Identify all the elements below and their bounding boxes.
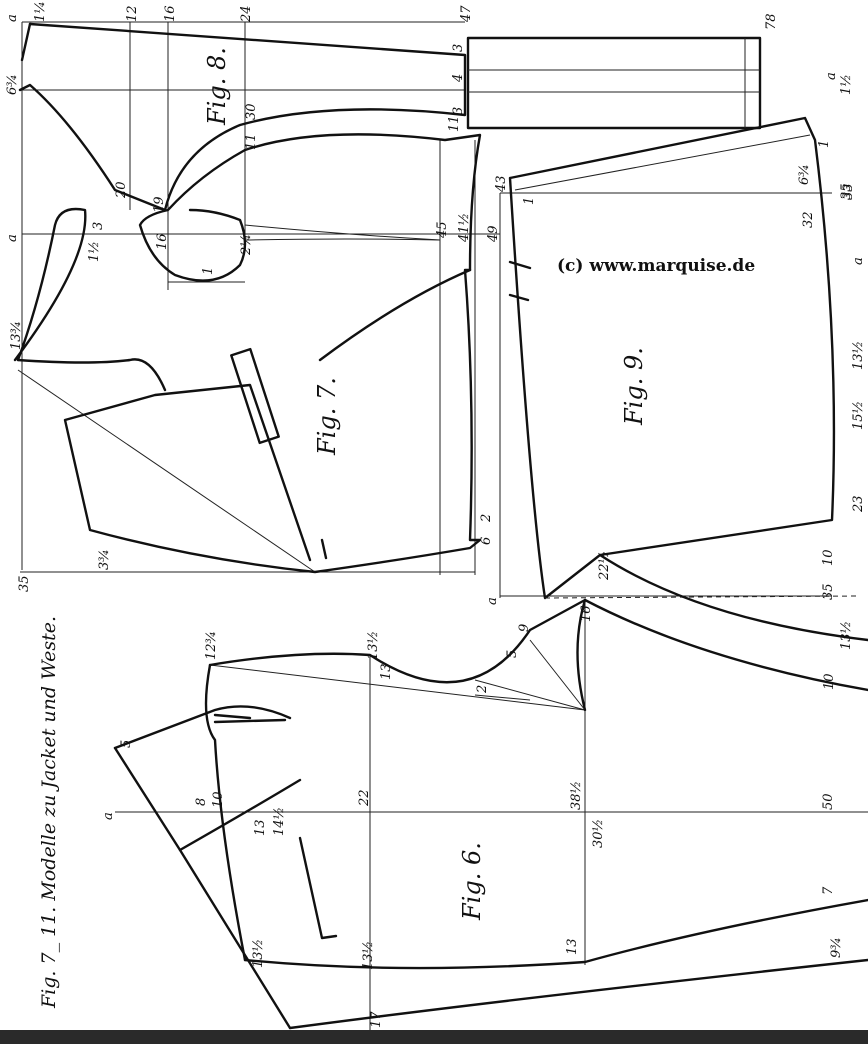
label: 11	[244, 133, 259, 150]
fig6-pattern	[113, 553, 868, 1030]
label: 13½	[361, 941, 376, 970]
label: 13	[253, 819, 268, 836]
label: 6¾	[797, 164, 812, 185]
label: 9¾	[829, 937, 844, 958]
label: 3	[451, 44, 466, 52]
label: 47	[459, 5, 474, 23]
label: 1	[522, 197, 537, 205]
label: 12¾	[204, 631, 219, 660]
label: 10	[822, 673, 837, 690]
label: 3	[451, 107, 466, 115]
label: 1½	[839, 74, 854, 95]
label: 13½	[251, 939, 266, 968]
label: 41½	[457, 213, 472, 243]
label: 3	[91, 222, 106, 230]
label-layer: a 1¼ 12 16 24 47 78 6¾ 3 4 3 20 30 11 11…	[5, 1, 866, 1028]
label: 2	[475, 685, 490, 694]
label: 5	[505, 650, 520, 658]
label: 13½	[851, 341, 866, 370]
fig8-pattern	[18, 21, 762, 570]
label: 15½	[851, 401, 866, 430]
label: 13½	[366, 631, 381, 660]
label: 1½	[87, 241, 102, 262]
label: 23	[851, 495, 866, 513]
label: a	[5, 14, 20, 22]
scan-edge	[0, 1030, 868, 1044]
fig8-label: Fig. 8.	[203, 47, 231, 126]
fig7-label: Fig. 7.	[313, 377, 341, 456]
label: 3¾	[97, 549, 112, 570]
label: 4	[451, 74, 466, 83]
label: 1	[201, 267, 216, 275]
label: 2¼	[239, 234, 254, 256]
label: 32	[801, 211, 816, 228]
label: 35	[821, 583, 836, 600]
label: 38½	[569, 781, 584, 810]
label: 22½	[597, 551, 612, 581]
label: a	[851, 257, 866, 265]
label: 49	[486, 225, 501, 243]
label: 50	[821, 793, 836, 810]
label: 13	[379, 663, 394, 680]
label: 16	[163, 5, 178, 22]
label: 2	[479, 514, 494, 523]
label: 6¾	[5, 74, 20, 95]
label: 9	[517, 624, 532, 632]
label: 33	[841, 183, 856, 200]
label: 13¾	[9, 321, 24, 350]
label: 78	[764, 13, 779, 30]
label: 43	[494, 175, 509, 193]
label: 12	[125, 5, 140, 22]
label: 10	[211, 791, 226, 808]
label: 1	[817, 140, 832, 148]
label: 11	[447, 115, 462, 132]
label: 13½	[839, 621, 854, 650]
label: a	[485, 597, 500, 605]
fig9-label: Fig. 9.	[620, 347, 648, 426]
label: a	[5, 234, 20, 242]
label: 45	[435, 221, 450, 239]
label: 8	[194, 798, 209, 806]
label: 30½	[591, 819, 606, 848]
label: 16	[155, 233, 170, 250]
plate-title: Fig. 7_ 11. Modelle zu Jacket und Weste.	[38, 616, 60, 1009]
label: 14½	[272, 807, 287, 836]
label: 22	[357, 789, 372, 807]
label: 24	[239, 5, 254, 23]
label: 5	[119, 740, 134, 748]
label: 30	[244, 103, 259, 120]
watermark: (c) www.marquise.de	[557, 256, 755, 276]
label: 7	[821, 886, 836, 895]
label: 19	[152, 196, 167, 213]
label: 6	[479, 537, 494, 545]
label: 35	[17, 575, 32, 592]
fig7-pattern	[13, 133, 500, 575]
fig9-pattern	[499, 116, 861, 600]
label: 20	[114, 181, 129, 199]
label: a	[824, 72, 839, 80]
label: 13	[565, 938, 580, 955]
fig6-label: Fig. 6.	[458, 842, 486, 921]
label: a	[101, 812, 116, 820]
label: 17	[369, 1011, 384, 1028]
label: 16	[579, 605, 594, 622]
label: 1¼	[33, 1, 48, 22]
label: 10	[821, 549, 836, 566]
label: 35	[839, 183, 854, 200]
